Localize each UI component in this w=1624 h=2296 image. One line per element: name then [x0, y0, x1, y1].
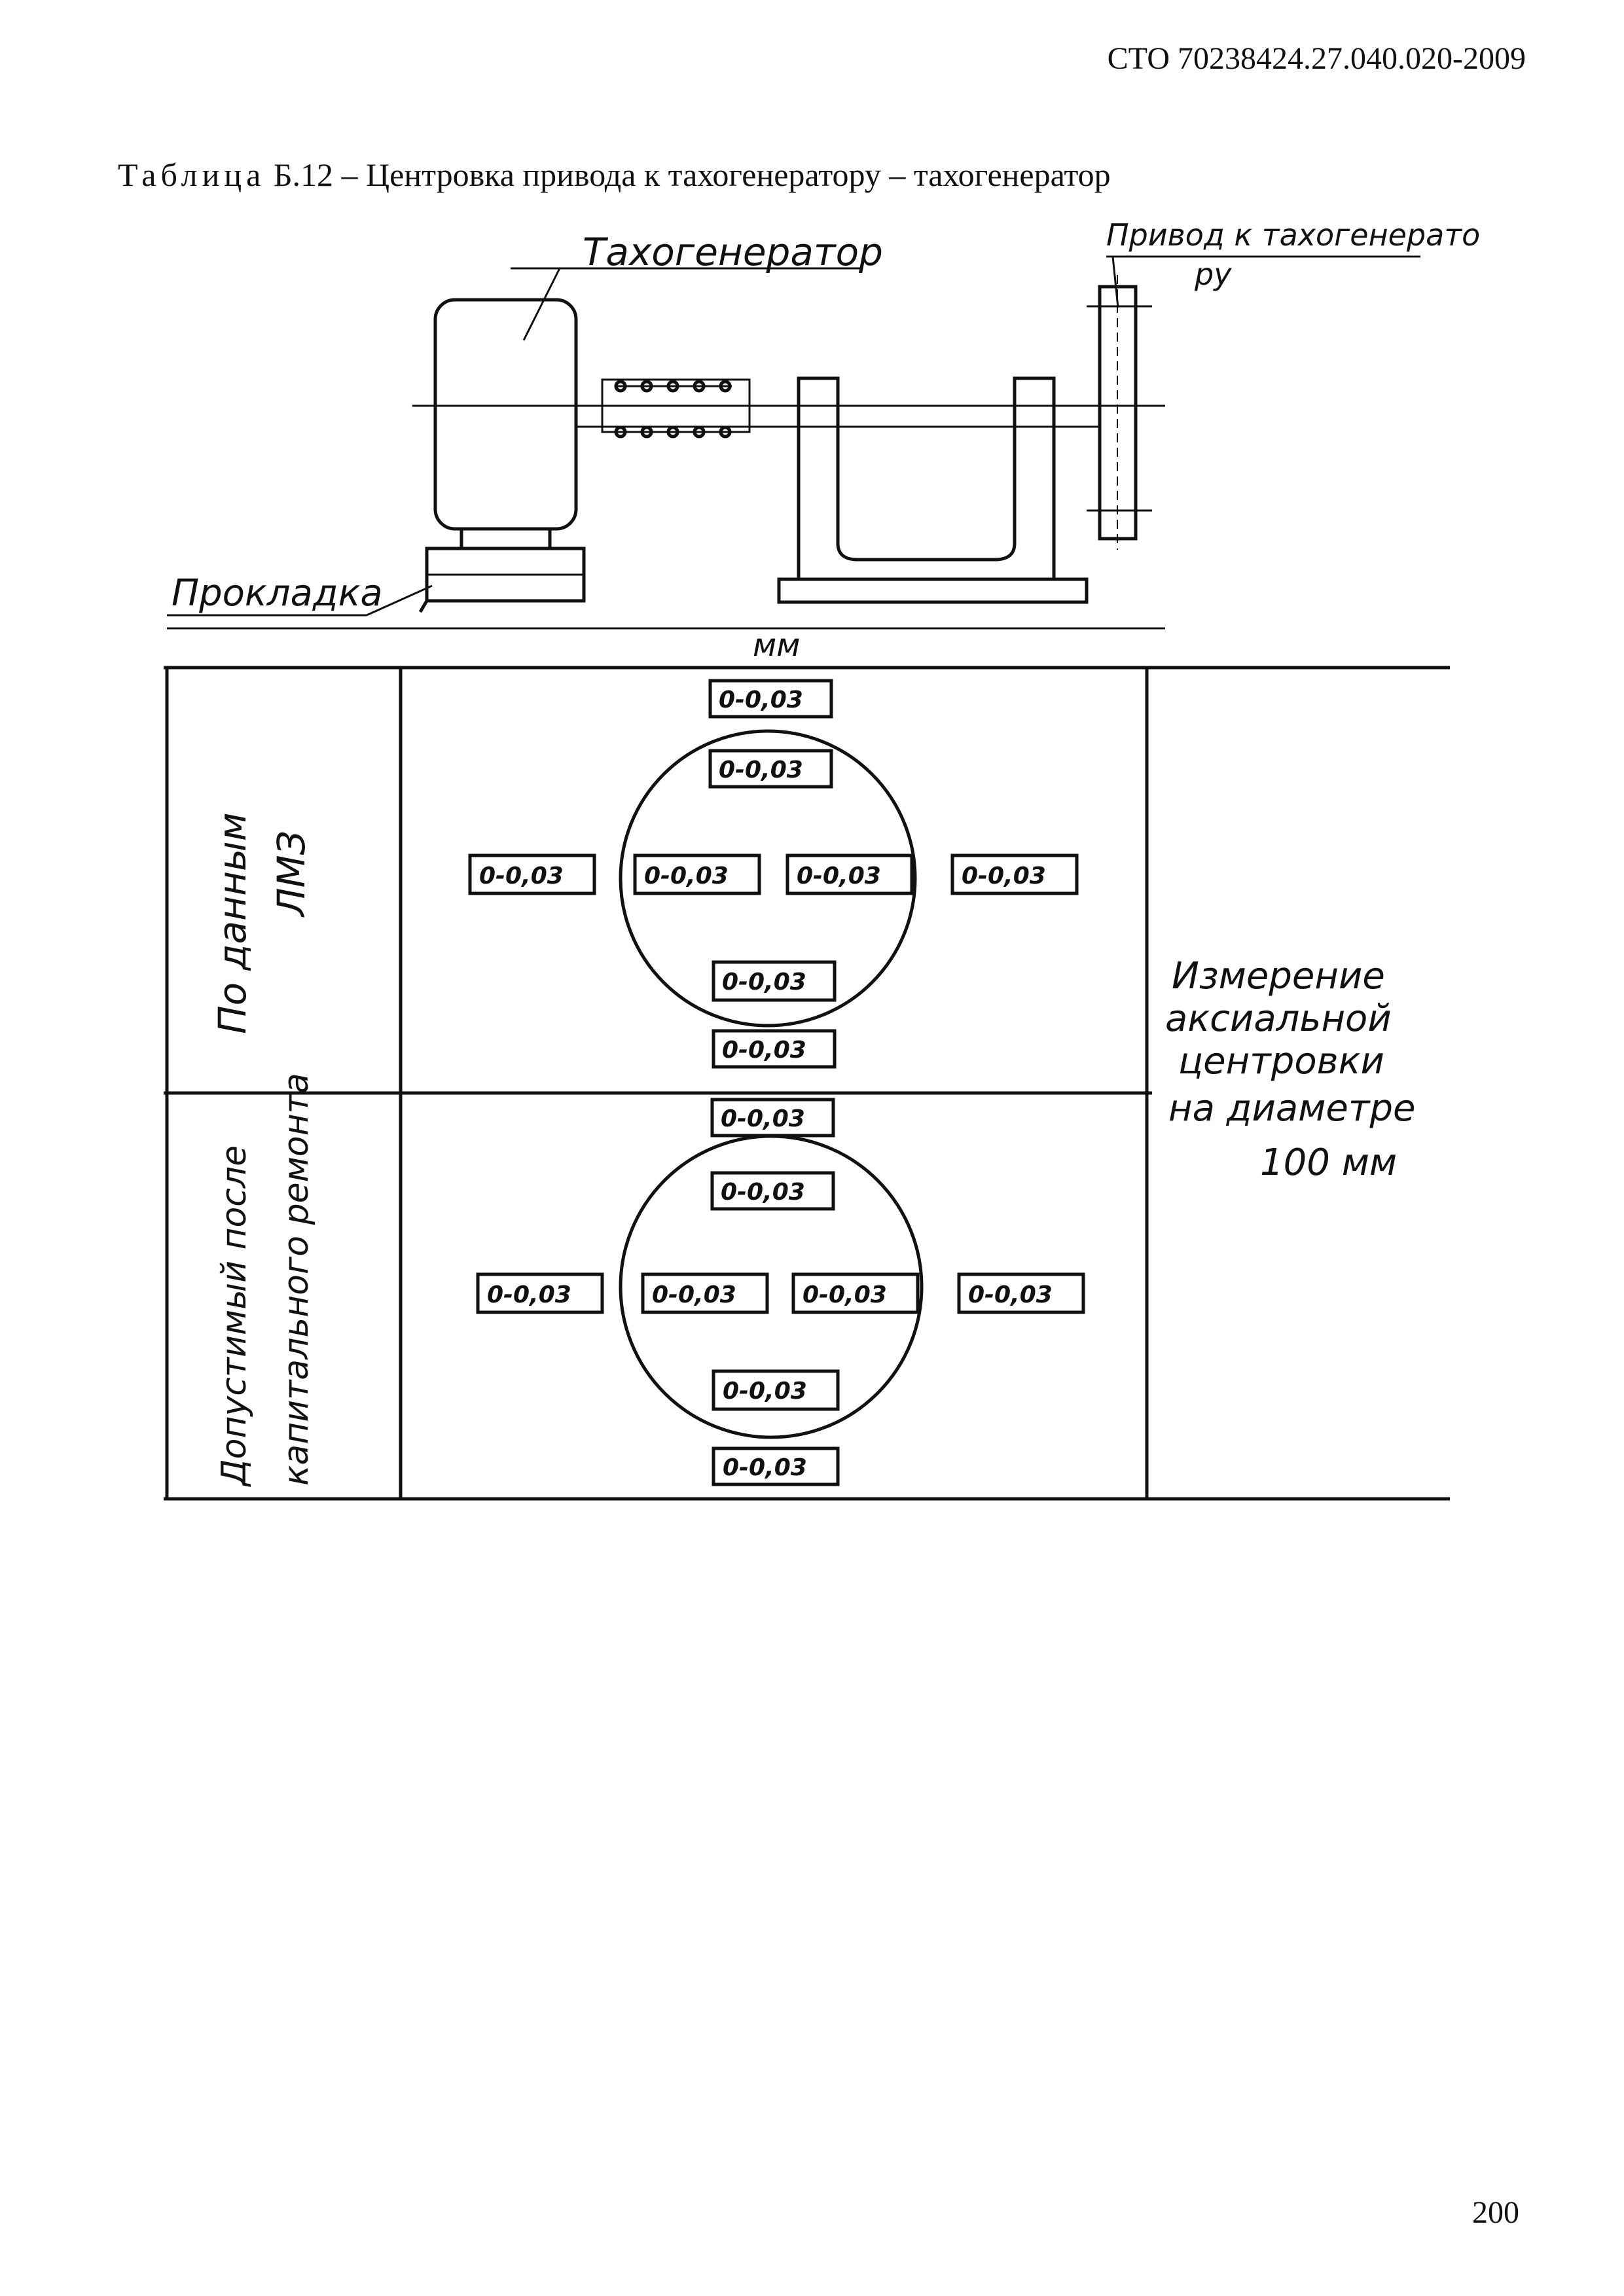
row1-outer-left-value: 0-0,03: [479, 863, 564, 889]
note-line-1: Измерение: [1172, 955, 1385, 997]
row1-outer-bottom-box: 0-0,03: [712, 1029, 837, 1069]
row2-label-line2: капитального ремонта: [277, 1073, 316, 1486]
row2-inner-left-value: 0-0,03: [652, 1282, 736, 1308]
row1-outer-top-value: 0-0,03: [719, 687, 803, 713]
row1-inner-right-box: 0-0,03: [785, 853, 914, 895]
row1-outer-bottom-value: 0-0,03: [722, 1037, 806, 1064]
bearing-frame: [797, 376, 1056, 581]
row2-outer-bottom-box: 0-0,03: [712, 1446, 840, 1486]
row1-inner-right-value: 0-0,03: [797, 863, 881, 889]
units-label: мм: [753, 627, 800, 664]
document-code: СТО 70238424.27.040.020-2009: [1107, 41, 1526, 76]
row2-inner-left-box: 0-0,03: [641, 1272, 769, 1314]
frame-base: [777, 577, 1089, 604]
row1-inner-left-box: 0-0,03: [633, 853, 761, 895]
row1-inner-left-value: 0-0,03: [644, 863, 729, 889]
row1-inner-top-box: 0-0,03: [708, 749, 833, 789]
row1-label-line2: ЛМЗ: [269, 831, 314, 918]
tachogenerator-label: Тахогенератор: [583, 230, 883, 274]
row1-outer-right-box: 0-0,03: [950, 853, 1079, 895]
row2-outer-top-value: 0-0,03: [721, 1105, 805, 1132]
row2-value-boxes: 0-0,03 0-0,03 0-0,03 0-0,03 0-0,03 0-0,0…: [476, 1098, 1085, 1486]
row1-outer-top-box: 0-0,03: [708, 679, 833, 719]
table-title: Таблица Б.12 – Центровка привода к тахог…: [118, 156, 1111, 194]
table-title-text: Б.12 – Центровка привода к тахогенератор…: [273, 156, 1111, 193]
note-line-5: 100 мм: [1260, 1141, 1397, 1184]
drive-label-line2: ру: [1194, 257, 1232, 292]
page-number: 200: [1472, 2195, 1519, 2230]
tachogenerator-stand: [460, 527, 552, 550]
row1-outer-right-value: 0-0,03: [962, 863, 1046, 889]
row2-inner-top-value: 0-0,03: [721, 1179, 805, 1206]
note-line-2: аксиальной: [1165, 997, 1392, 1040]
row1-outer-left-box: 0-0,03: [468, 853, 596, 895]
row2-inner-top-box: 0-0,03: [710, 1171, 835, 1211]
row2-outer-right-value: 0-0,03: [968, 1282, 1053, 1308]
row1-label-line1: По данным: [210, 812, 255, 1034]
row2-inner-bottom-box: 0-0,03: [712, 1369, 840, 1411]
row2-label-line1: Допустимый после: [215, 1145, 254, 1487]
row2-outer-top-box: 0-0,03: [710, 1098, 835, 1138]
tachogenerator-body: [433, 298, 578, 531]
note-line-4: на диаметре: [1168, 1087, 1415, 1130]
note-line-3: центровки: [1178, 1040, 1384, 1083]
drive-label-line1: Привод к тахогенерато: [1106, 217, 1480, 253]
row2-inner-right-value: 0-0,03: [803, 1282, 887, 1308]
row1-circle: [619, 729, 917, 1028]
row1-inner-bottom-box: 0-0,03: [712, 960, 837, 1002]
row2-outer-right-box: 0-0,03: [957, 1272, 1085, 1314]
row1-inner-top-value: 0-0,03: [719, 757, 803, 783]
coupling: [601, 378, 751, 439]
row2-inner-right-box: 0-0,03: [791, 1272, 920, 1314]
row2-inner-bottom-value: 0-0,03: [723, 1378, 807, 1405]
row1-value-boxes: 0-0,03 0-0,03 0-0,03 0-0,03 0-0,03 0-0,0…: [468, 679, 1079, 1069]
row2-outer-left-value: 0-0,03: [487, 1282, 571, 1308]
alignment-table-grid: [164, 666, 1450, 1501]
row1-inner-bottom-value: 0-0,03: [722, 969, 806, 996]
row2-outer-bottom-value: 0-0,03: [723, 1454, 807, 1481]
shim-label: Прокладка: [171, 572, 383, 615]
row2-outer-left-box: 0-0,03: [476, 1272, 604, 1314]
table-title-label: Таблица: [118, 156, 266, 193]
